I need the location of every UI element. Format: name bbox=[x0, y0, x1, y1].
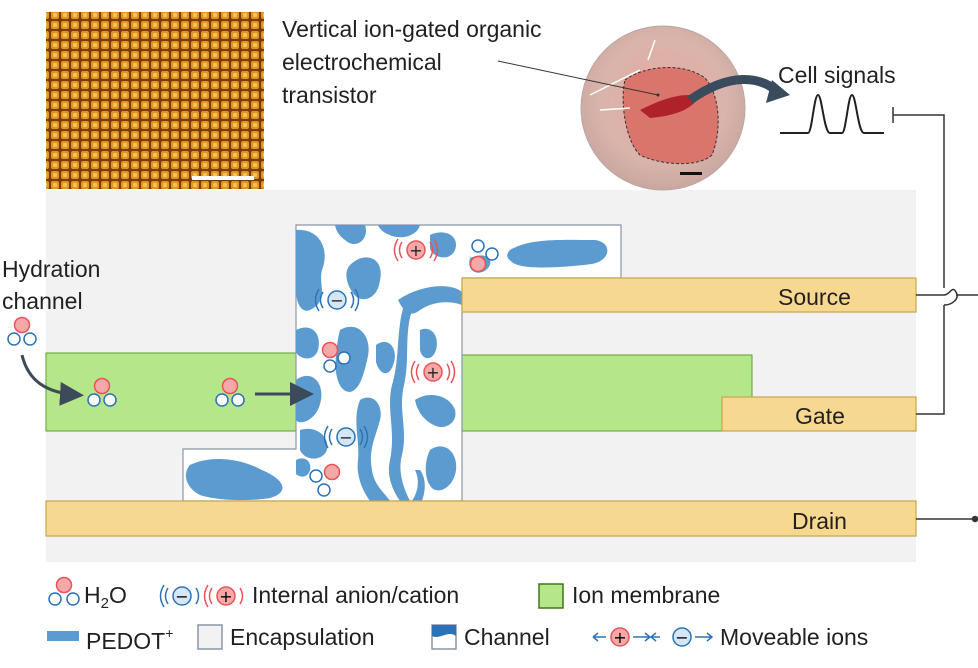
source-label: Source bbox=[778, 284, 851, 310]
cation-icon: + bbox=[393, 238, 439, 262]
micrograph-image bbox=[46, 12, 264, 189]
legend-encapsulation-label: Encapsulation bbox=[230, 624, 375, 650]
title-annotation-line3: transistor bbox=[282, 82, 377, 108]
drain-electrode bbox=[45, 500, 917, 537]
legend-pedot-label: PEDOT+ bbox=[86, 626, 173, 653]
legend-cation-icon: + bbox=[203, 584, 244, 608]
h2o-subscript: 2 bbox=[100, 595, 109, 612]
title-annotation-line1: Vertical ion-gated organic bbox=[282, 16, 542, 42]
spike-waveform-icon bbox=[780, 93, 884, 134]
gate-label: Gate bbox=[795, 403, 845, 429]
svg-text:−: − bbox=[675, 628, 688, 647]
legend-internal-ions-label: Internal anion/cation bbox=[252, 582, 460, 608]
cation-icon: + bbox=[410, 360, 456, 384]
anion-icon: − bbox=[323, 425, 369, 449]
legend-ion-membrane-label: Ion membrane bbox=[572, 582, 721, 608]
svg-text:−: − bbox=[175, 587, 188, 606]
legend-water-icon bbox=[48, 576, 80, 606]
drain-label: Drain bbox=[792, 508, 847, 534]
scale-bar bbox=[192, 176, 254, 180]
anion-icon: − bbox=[314, 288, 360, 312]
legend-encapsulation-swatch bbox=[197, 624, 223, 650]
photo-scale-bar bbox=[680, 172, 702, 175]
gate-electrode bbox=[721, 396, 917, 432]
svg-text:+: + bbox=[219, 587, 232, 606]
circuit-wiring bbox=[892, 107, 978, 523]
legend-pedot-swatch bbox=[47, 631, 79, 641]
legend-ion-membrane-swatch bbox=[538, 583, 564, 609]
svg-text:+: + bbox=[613, 628, 626, 647]
hydration-label-line2: channel bbox=[2, 288, 83, 314]
tissue-photo bbox=[580, 25, 790, 191]
ion-membrane-right bbox=[461, 354, 753, 432]
water-molecule-icon bbox=[321, 341, 351, 373]
legend-channel-label: Channel bbox=[464, 624, 550, 650]
svg-text:+: + bbox=[409, 241, 422, 260]
hydration-arrow-icon bbox=[20, 354, 84, 406]
title-annotation-line2: electrochemical bbox=[282, 49, 442, 75]
pedot-superscript: + bbox=[165, 625, 174, 641]
source-electrode bbox=[461, 277, 917, 313]
pedot-text: PEDOT bbox=[86, 628, 166, 654]
legend-moveable-ions-icon: + − bbox=[592, 627, 714, 647]
h2o-o: O bbox=[108, 582, 127, 608]
svg-text:−: − bbox=[339, 428, 352, 447]
water-molecule-icon bbox=[469, 239, 499, 273]
cell-signals-label: Cell signals bbox=[778, 62, 896, 88]
water-molecule-icon bbox=[87, 377, 117, 407]
water-molecule-icon bbox=[309, 463, 341, 497]
svg-text:−: − bbox=[330, 291, 343, 310]
ion-membrane-left bbox=[45, 352, 297, 432]
legend-anion-icon: − bbox=[159, 584, 200, 608]
legend-moveable-ions-label: Moveable ions bbox=[720, 624, 869, 650]
water-molecule-icon bbox=[215, 377, 245, 407]
h2o-h: H bbox=[84, 582, 101, 608]
hydration-label-line1: Hydration bbox=[2, 256, 101, 282]
annotation-leader-line bbox=[497, 60, 659, 96]
water-molecule-icon bbox=[7, 316, 37, 346]
svg-text:+: + bbox=[426, 363, 439, 382]
legend-h2o-label: H2O bbox=[84, 582, 127, 612]
legend-channel-swatch bbox=[431, 624, 457, 650]
